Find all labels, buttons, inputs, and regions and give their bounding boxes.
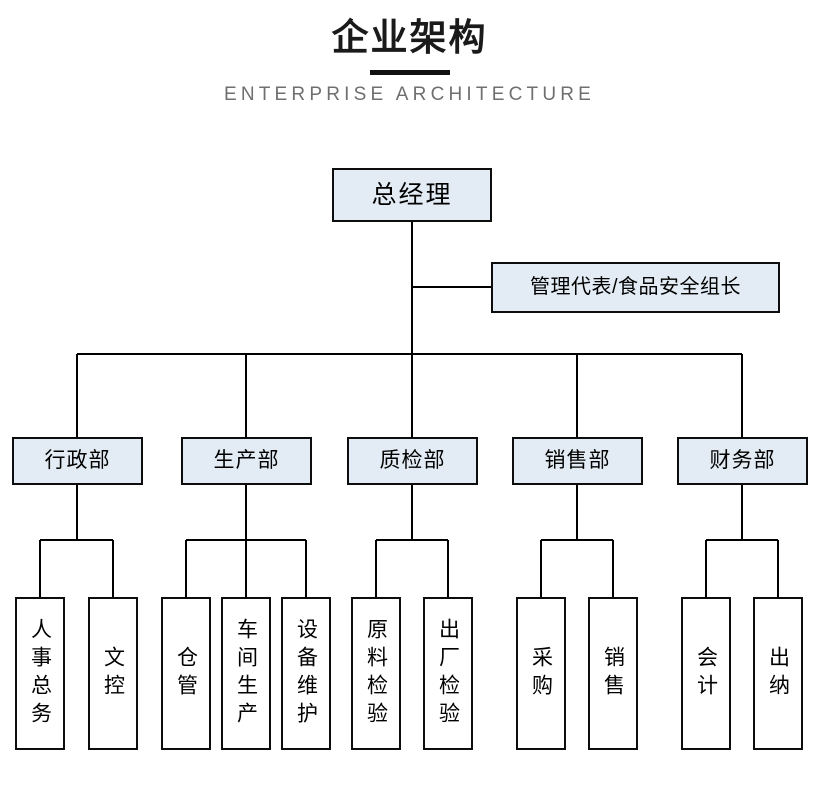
node-label: 行政部 <box>44 448 111 472</box>
node-raw-material-inspection[interactable]: 原料检验 <box>351 597 401 750</box>
node-label: 销售部 <box>544 448 611 472</box>
node-label: 出纳 <box>766 645 790 702</box>
node-factory-inspection[interactable]: 出厂检验 <box>423 597 473 750</box>
node-cashier[interactable]: 出纳 <box>753 597 803 750</box>
node-label: 出厂检验 <box>436 617 460 730</box>
page-header: 企业架构 ENTERPRISE ARCHITECTURE <box>0 0 819 130</box>
node-label: 人事总务 <box>28 617 52 730</box>
node-department-administration[interactable]: 行政部 <box>12 437 143 485</box>
node-accounting[interactable]: 会计 <box>681 597 731 750</box>
page-title: 企业架构 <box>331 17 488 58</box>
node-label: 生产部 <box>213 448 280 472</box>
node-label: 原料检验 <box>364 617 388 730</box>
node-department-production[interactable]: 生产部 <box>181 437 312 485</box>
node-sales[interactable]: 销售 <box>588 597 638 750</box>
node-workshop-production[interactable]: 车间生产 <box>221 597 271 750</box>
node-label: 仓管 <box>174 645 198 702</box>
node-label: 采购 <box>529 645 553 702</box>
page-subtitle: ENTERPRISE ARCHITECTURE <box>223 84 596 105</box>
node-department-quality-inspection[interactable]: 质检部 <box>347 437 478 485</box>
node-department-finance[interactable]: 财务部 <box>677 437 808 485</box>
node-general-manager[interactable]: 总经理 <box>332 168 492 222</box>
node-label: 管理代表/食品安全组长 <box>529 276 742 298</box>
node-label: 总经理 <box>371 180 453 209</box>
node-label: 销售 <box>601 645 625 702</box>
node-hr-general-affairs[interactable]: 人事总务 <box>15 597 65 750</box>
node-management-representative[interactable]: 管理代表/食品安全组长 <box>491 262 780 313</box>
node-label: 财务部 <box>709 448 776 472</box>
node-document-control[interactable]: 文控 <box>88 597 138 750</box>
node-label: 质检部 <box>379 448 446 472</box>
node-label: 会计 <box>694 645 718 702</box>
node-warehouse-management[interactable]: 仓管 <box>161 597 211 750</box>
node-equipment-maintenance[interactable]: 设备维护 <box>281 597 331 750</box>
node-department-sales[interactable]: 销售部 <box>512 437 643 485</box>
node-label: 文控 <box>101 645 125 702</box>
node-purchasing[interactable]: 采购 <box>516 597 566 750</box>
node-label: 设备维护 <box>294 617 318 730</box>
title-underline-rule <box>370 70 450 75</box>
node-label: 车间生产 <box>234 617 258 730</box>
